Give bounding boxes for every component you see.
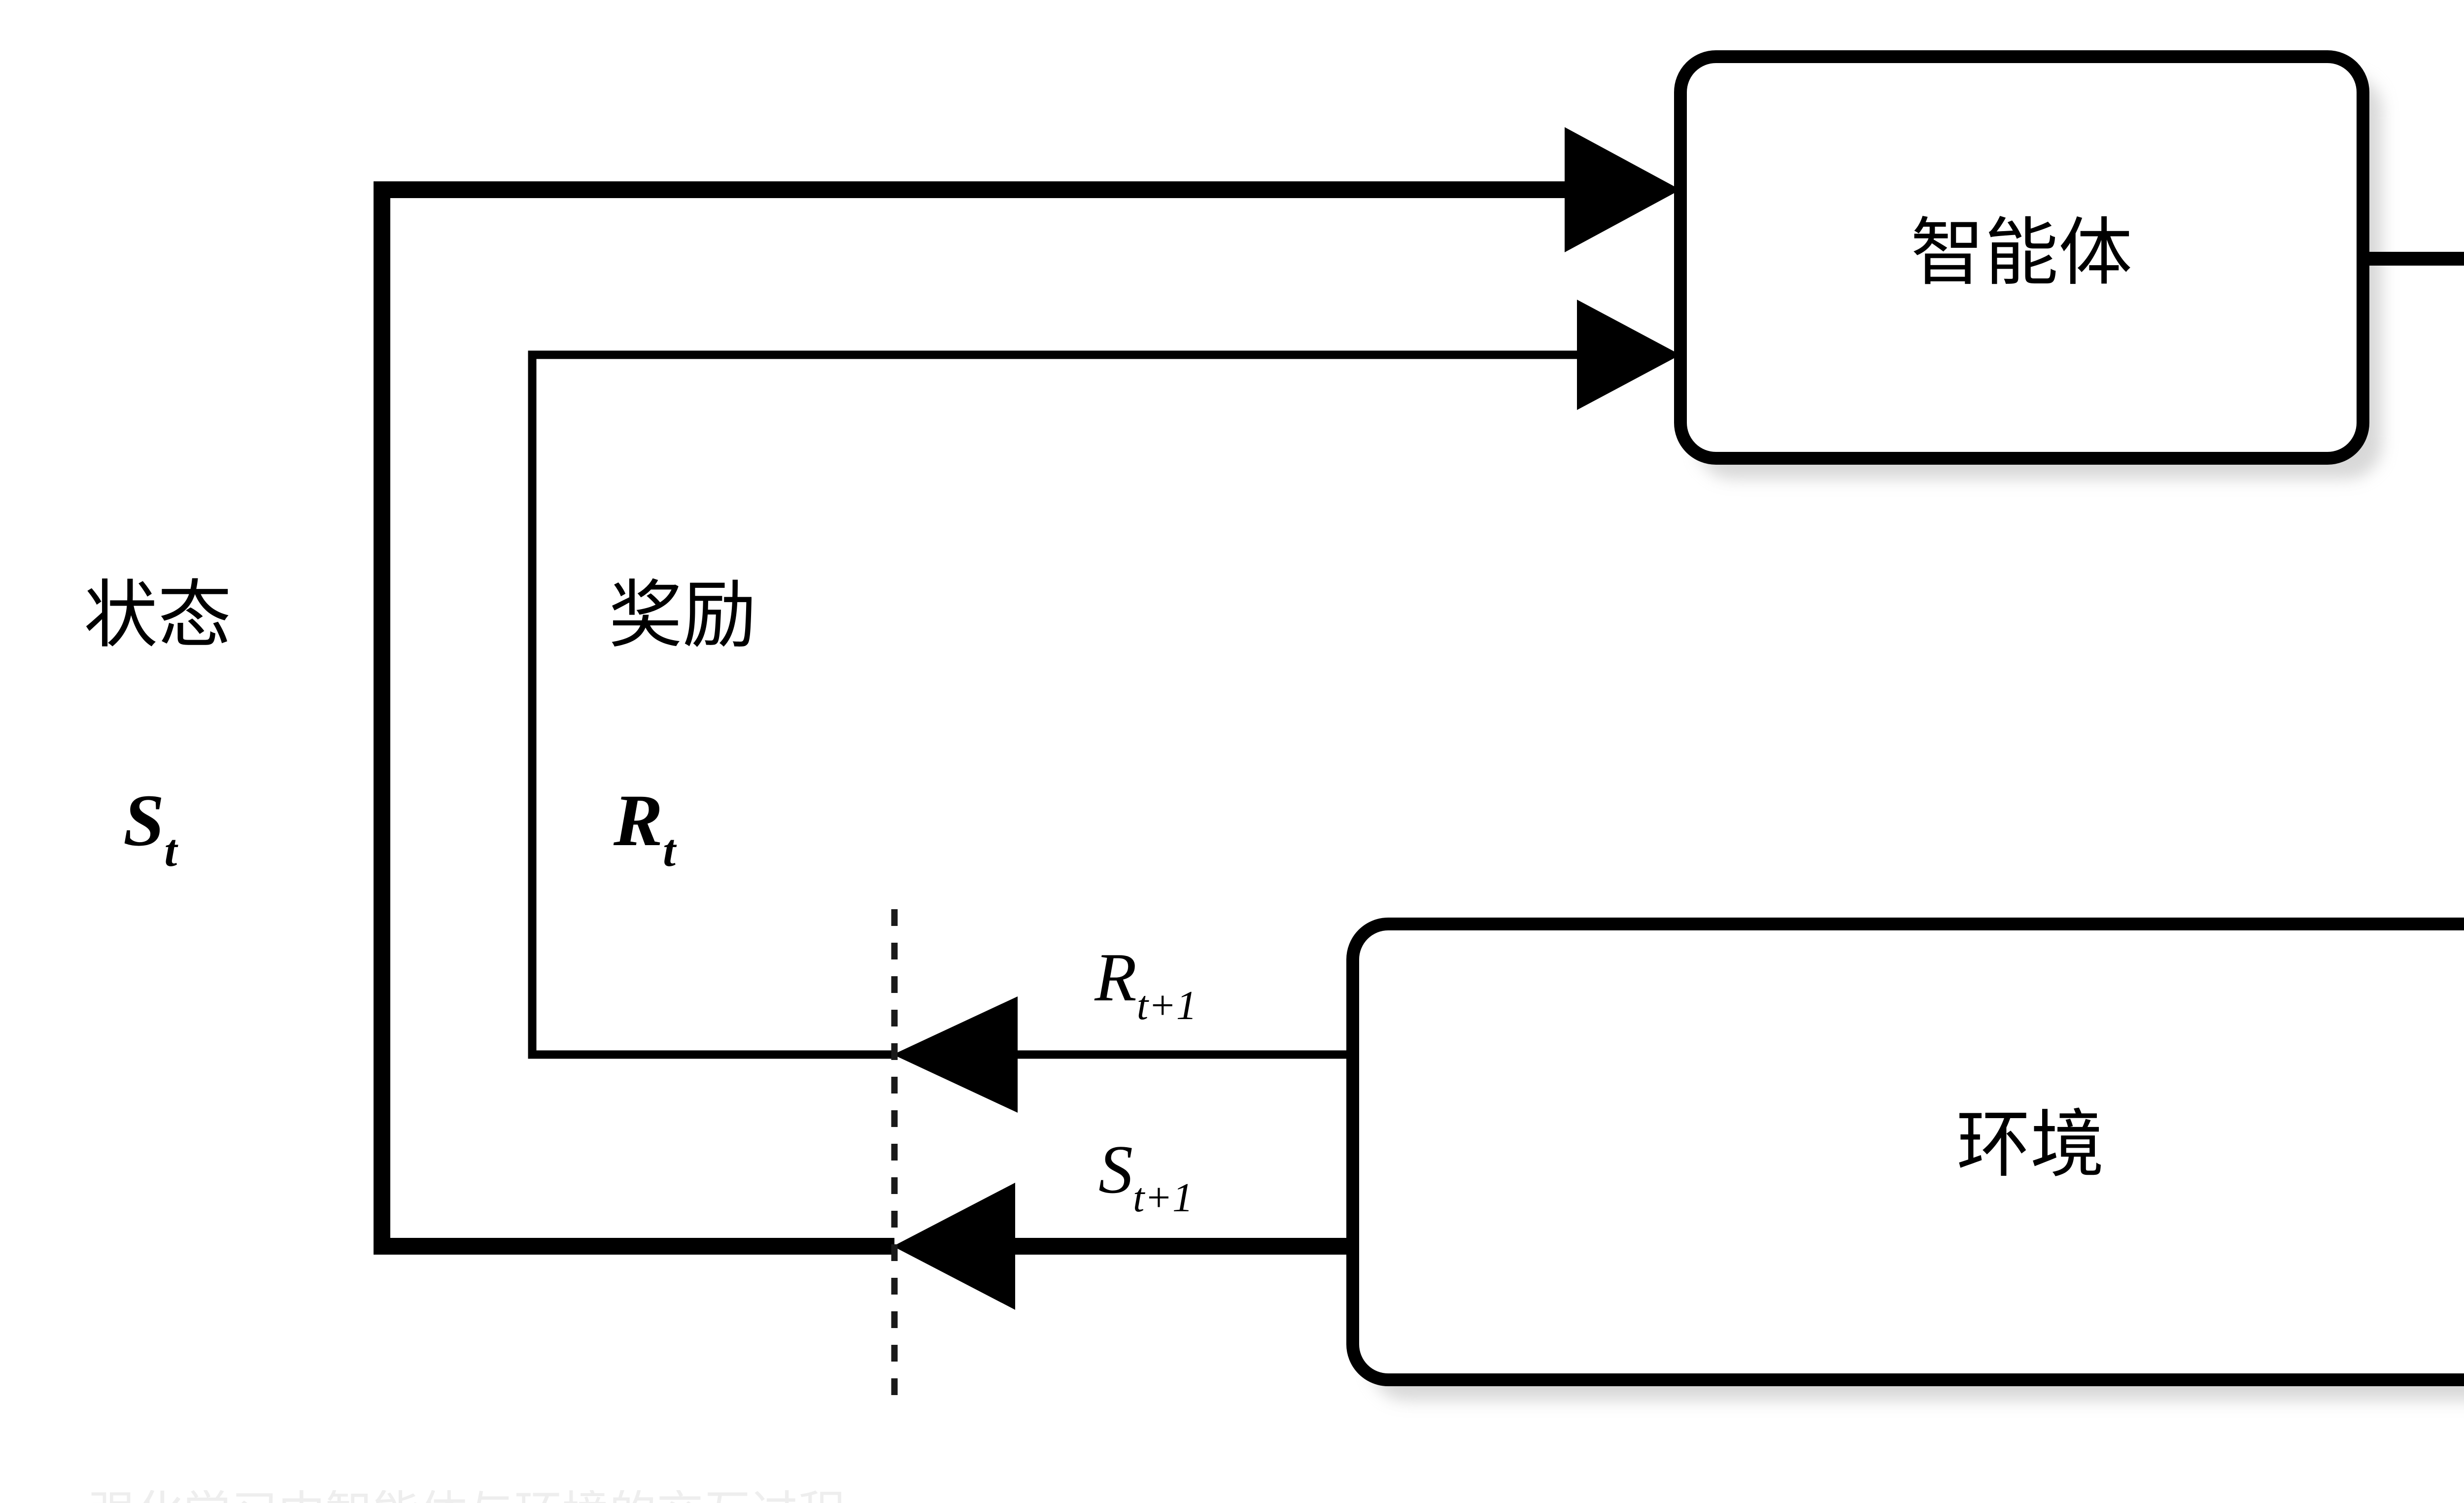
agent-box[interactable] xyxy=(1674,50,2369,465)
reward-symbol-base: R xyxy=(613,780,663,861)
state-edge xyxy=(374,127,1680,1310)
state-next-base: S xyxy=(1098,1131,1133,1208)
state-edge-arrowhead xyxy=(1565,127,1680,252)
state-side-label: 状态 St xyxy=(84,575,232,876)
environment-box[interactable] xyxy=(1346,918,2464,1386)
reward-next-label: Rt+1 xyxy=(1094,939,1197,1028)
reward-label-symbol: Rt xyxy=(613,780,677,876)
reward-edge-path xyxy=(528,350,1602,1059)
state-label-symbol: St xyxy=(123,780,178,876)
agent-box-label: 智能体 xyxy=(1911,212,2132,294)
state-symbol-subscript: t xyxy=(164,825,178,876)
reward-edge xyxy=(528,300,1680,1113)
reward-label-cjk: 奖励 xyxy=(609,575,756,657)
environment-node[interactable]: 环境 xyxy=(1346,918,2464,1386)
environment-box-label: 环境 xyxy=(1956,1104,2104,1186)
figure-caption: 强化学习中智能体与环境的交互过程 xyxy=(89,1490,1666,1503)
state-next-subscript: t+1 xyxy=(1133,1175,1193,1221)
reward-symbol-subscript: t xyxy=(663,825,677,876)
reward-edge-arrowhead xyxy=(1577,300,1680,410)
agent-node[interactable]: 智能体 xyxy=(1674,50,2369,465)
state-edge-path xyxy=(374,181,1602,1255)
reward-next-base: R xyxy=(1094,939,1137,1016)
reward-from-env-arrowhead xyxy=(893,996,1018,1113)
state-symbol-base: S xyxy=(123,780,164,861)
state-next-label: St+1 xyxy=(1098,1131,1193,1221)
state-from-env-arrowhead xyxy=(893,1183,1015,1310)
reward-next-subscript: t+1 xyxy=(1137,983,1197,1028)
reward-side-label: 奖励 Rt xyxy=(609,575,756,876)
state-label-cjk: 状态 xyxy=(84,575,232,657)
